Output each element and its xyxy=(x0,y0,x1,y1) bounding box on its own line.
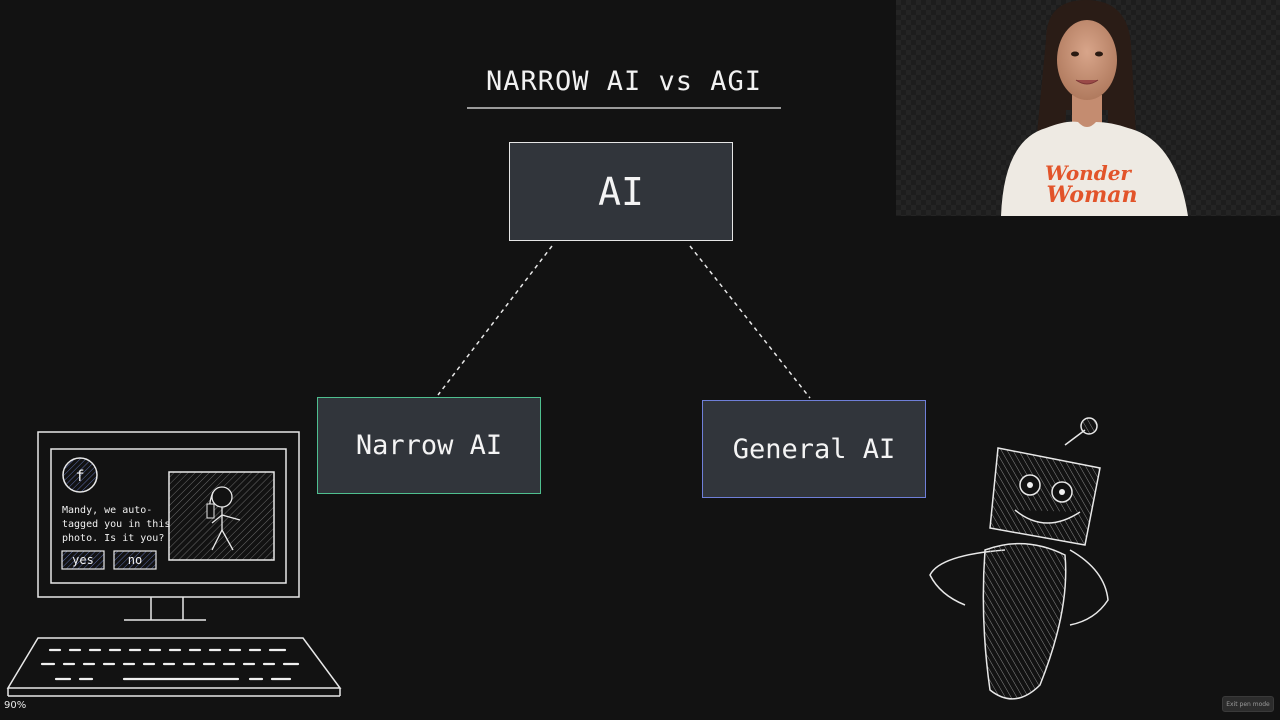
zoom-level: 90% xyxy=(4,700,27,711)
shirt-text-line-1: Wonder xyxy=(1045,161,1132,185)
fb-yes-label: yes xyxy=(72,553,94,567)
connector-ai-to-general xyxy=(689,245,811,399)
node-general-ai: General AI xyxy=(702,400,926,498)
node-ai: AI xyxy=(509,142,733,241)
fb-message-line-2: tagged you in this xyxy=(62,519,170,530)
presenter-shirt xyxy=(1001,121,1188,216)
node-narrow-ai-label: Narrow AI xyxy=(355,430,503,461)
computer-illustration: f Mandy, we auto- tagged you in this pho… xyxy=(6,431,342,697)
title-underline xyxy=(467,107,781,109)
monitor-frame xyxy=(37,431,300,598)
fb-no-button: no xyxy=(113,550,157,570)
presenter-video: Wonder Woman xyxy=(896,0,1280,216)
facebook-icon-letter: f xyxy=(75,467,84,485)
monitor-screen xyxy=(50,448,287,584)
robot-illustration xyxy=(929,417,1109,700)
fb-message-line-1: Mandy, we auto- xyxy=(62,505,152,516)
facebook-icon: f xyxy=(62,457,98,493)
shirt-text-line-2: Woman xyxy=(1046,182,1137,208)
fb-no-label: no xyxy=(128,553,142,567)
fb-yes-button: yes xyxy=(61,550,105,570)
keyboard xyxy=(6,637,342,697)
node-ai-label: AI xyxy=(598,169,644,214)
robot-antenna-icon xyxy=(1080,417,1098,435)
exit-pen-mode-button[interactable]: Exit pen mode xyxy=(1222,696,1274,712)
presenter-face xyxy=(1057,20,1117,100)
node-general-ai-label: General AI xyxy=(732,433,896,465)
fb-message-line-3: photo. Is it you? xyxy=(62,533,164,544)
node-narrow-ai: Narrow AI xyxy=(317,397,541,494)
robot-head xyxy=(989,447,1101,546)
diagram-title: NARROW AI vs AGI xyxy=(485,66,763,97)
tagged-photo xyxy=(168,471,275,561)
robot-body xyxy=(982,542,1067,700)
connector-ai-to-narrow xyxy=(437,245,553,396)
